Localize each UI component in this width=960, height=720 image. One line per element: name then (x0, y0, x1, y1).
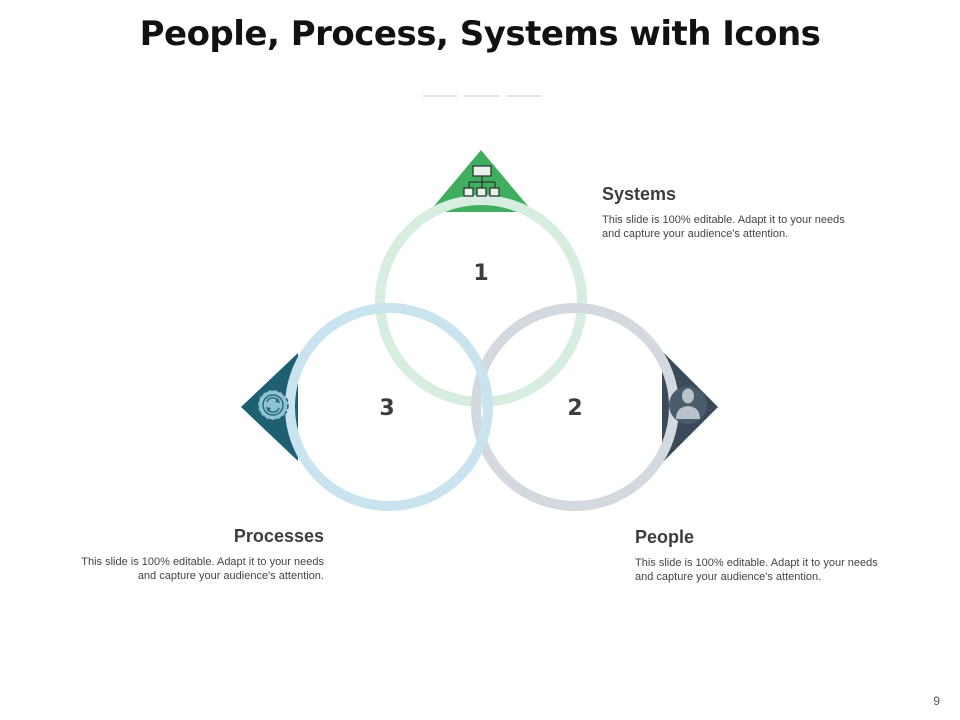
systems-description: This slide is 100% editable. Adapt it to… (602, 214, 845, 240)
people-text-block: People This slide is 100% editable. Adap… (635, 527, 885, 584)
decorative-underline (423, 95, 457, 97)
node-number-processes: 3 (379, 396, 395, 421)
decorative-underline (507, 95, 541, 97)
decorative-underline (465, 95, 499, 97)
page-number: 9 (933, 694, 940, 708)
processes-heading: Processes (233, 526, 324, 546)
processes-description: This slide is 100% editable. Adapt it to… (81, 556, 324, 582)
people-heading: People (635, 527, 695, 547)
slide-title: People, Process, Systems with Icons (139, 14, 821, 54)
gear-cycle-icon (257, 389, 289, 421)
systems-text-block: Systems This slide is 100% editable. Ada… (602, 184, 852, 241)
hierarchy-icon (463, 165, 500, 197)
systems-diamond (429, 150, 533, 212)
node-number-systems: 1 (473, 261, 489, 286)
node-number-people: 2 (567, 396, 583, 421)
people-description: This slide is 100% editable. Adapt it to… (635, 557, 878, 583)
systems-heading: Systems (602, 184, 677, 204)
person-icon (669, 386, 707, 424)
processes-text-block: Processes This slide is 100% editable. A… (74, 526, 324, 583)
processes-ring (285, 303, 493, 511)
